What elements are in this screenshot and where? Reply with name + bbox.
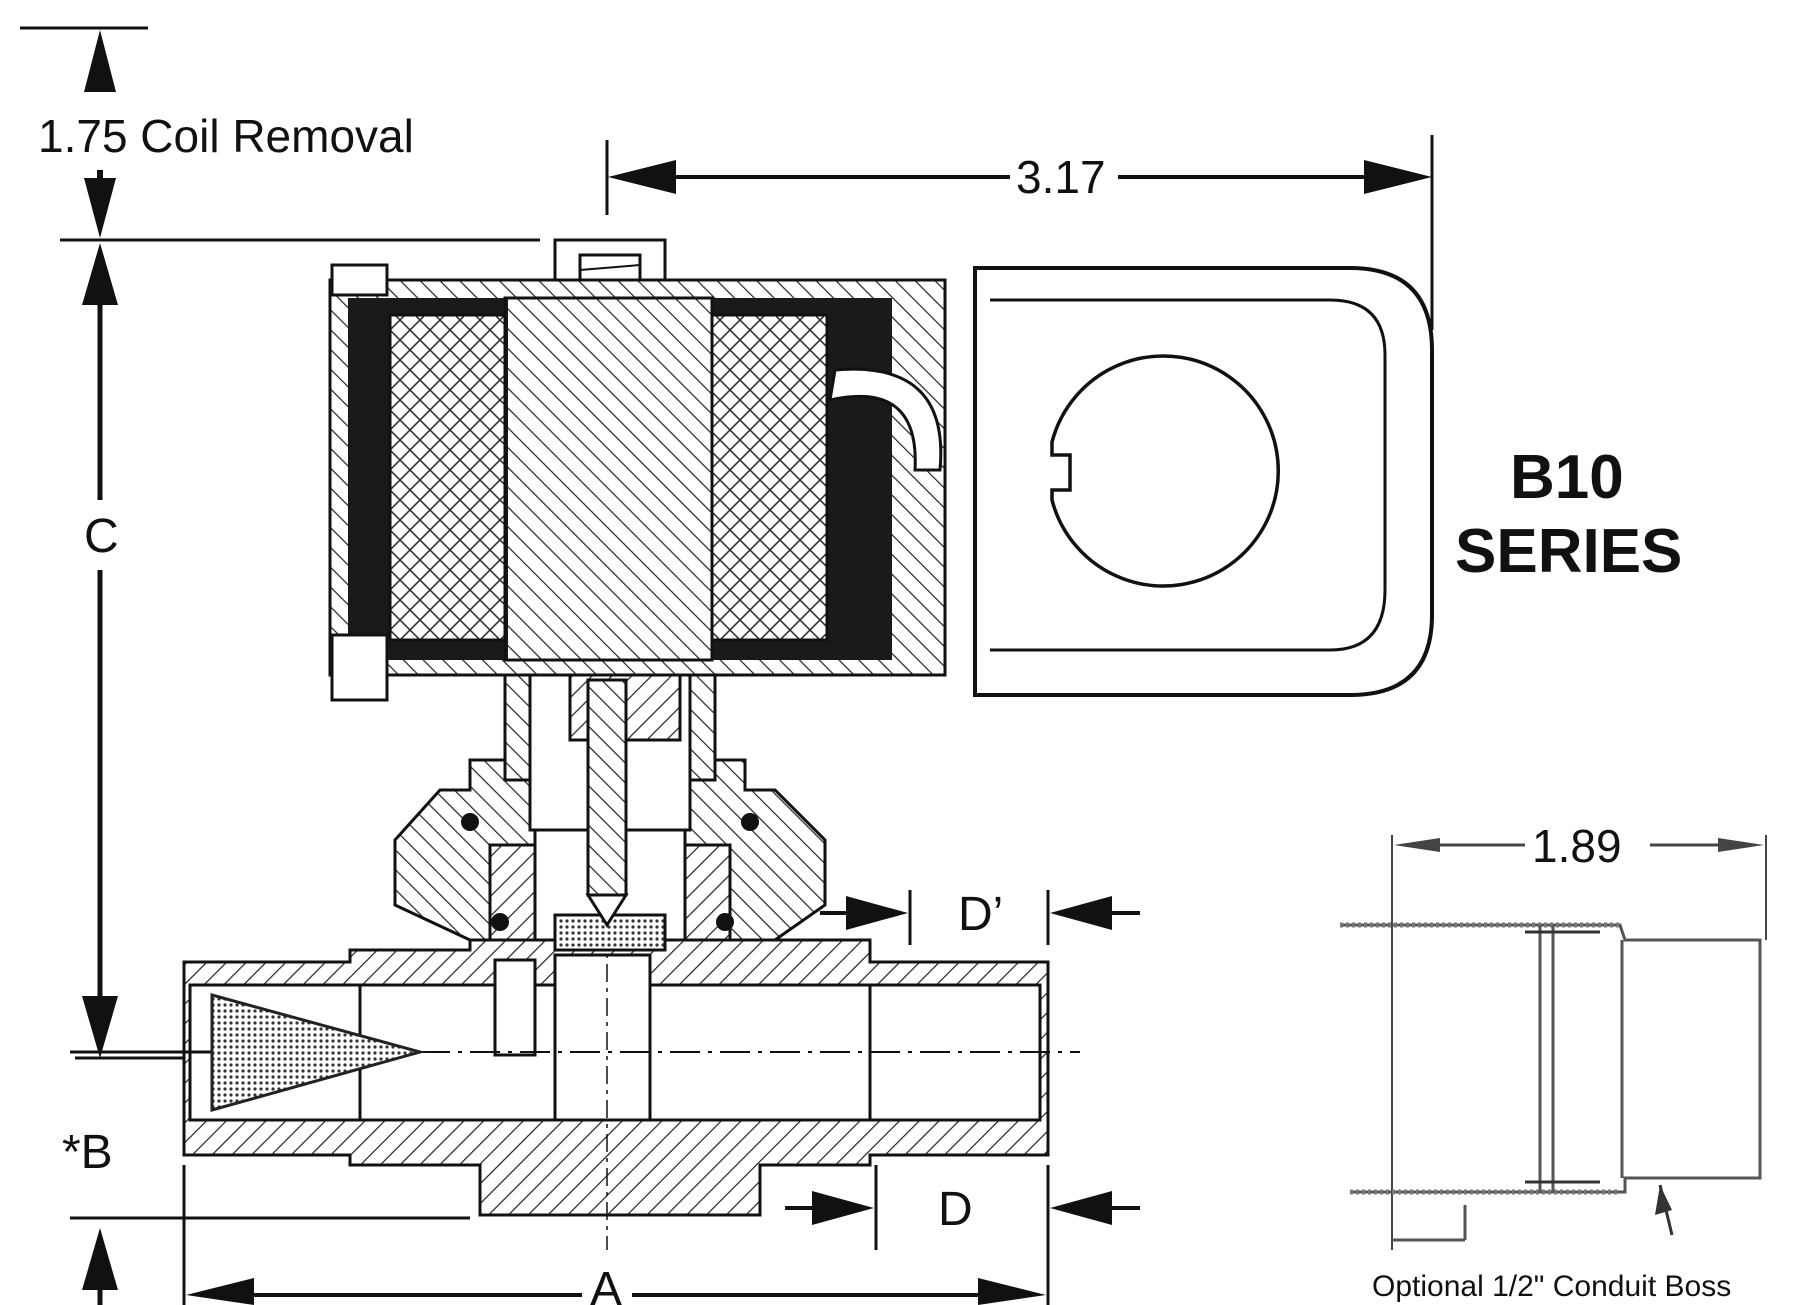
- inlet-depth-alt-dimension: D’: [820, 888, 1140, 945]
- coil-housing: [328, 263, 947, 702]
- valve-body: [70, 420, 1080, 1250]
- overall-width-dimension: 3.17: [605, 135, 1434, 330]
- overall-width-label: 3.17: [1016, 151, 1106, 203]
- inlet-depth-label: D: [938, 1183, 973, 1236]
- length-dimension: A: [182, 1165, 1050, 1305]
- inlet-depth-alt-label: D’: [958, 888, 1003, 941]
- series-title: B10: [1510, 443, 1624, 512]
- conduit-boss-detail: 1.89 Optional 1/2" Conduit Boss: [1340, 820, 1767, 1303]
- series-subtitle: SERIES: [1455, 517, 1682, 586]
- coil-removal-label: 1.75 Coil Removal: [38, 110, 414, 162]
- coil-removal-dimension: 1.75 Coil Removal: [20, 26, 540, 242]
- boss-caption: Optional 1/2" Conduit Boss: [1372, 1270, 1731, 1303]
- conduit-head: [973, 266, 1434, 697]
- height-label: C: [84, 510, 119, 563]
- base-offset-dimension: *B: [62, 1126, 470, 1305]
- inlet-depth-dimension: D: [785, 1165, 1140, 1250]
- base-offset-label: *B: [62, 1126, 113, 1179]
- length-label: A: [590, 1263, 622, 1305]
- boss-width-label: 1.89: [1532, 820, 1622, 872]
